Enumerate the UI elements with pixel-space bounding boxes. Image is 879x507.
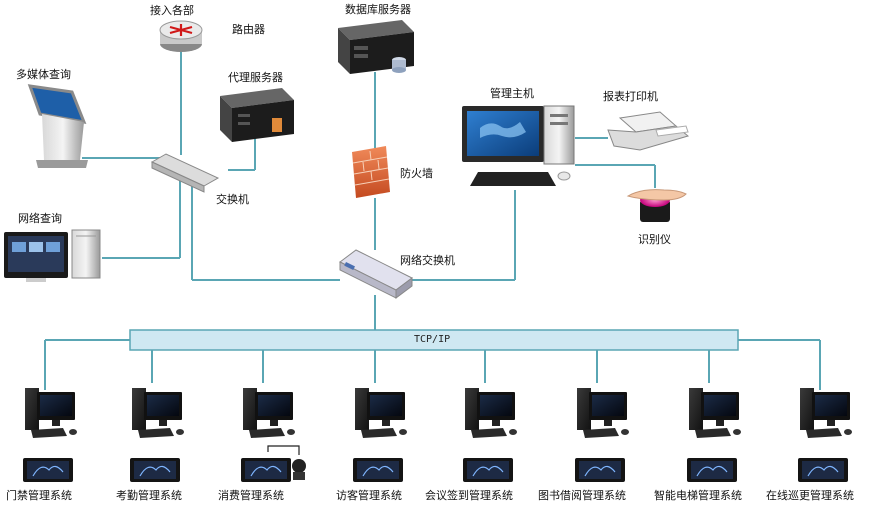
- router-icon: [159, 20, 203, 52]
- tcpip-bus: [129, 329, 739, 351]
- label-tcpip-bus: TCP/IP: [414, 334, 451, 345]
- web-query-workstation-icon: [4, 229, 101, 282]
- subsystem-label: 图书借阅管理系统: [538, 489, 626, 502]
- label-multimedia: 多媒体查询: [16, 68, 71, 81]
- label-db-server: 数据库服务器: [345, 3, 411, 16]
- subsystem-label: 考勤管理系统: [116, 489, 182, 502]
- subsystem-workstation-icon: [353, 388, 407, 482]
- database-server-icon: [338, 20, 414, 74]
- recognizer-icon: [626, 189, 687, 222]
- subsystem-workstation-icon: [23, 388, 77, 482]
- subsystem-workstation-icon: [130, 388, 184, 482]
- scanner-icon: [267, 445, 306, 480]
- subsystem-label: 门禁管理系统: [6, 489, 72, 502]
- label-report-printer: 报表打印机: [603, 90, 658, 103]
- label-management-host: 管理主机: [490, 87, 534, 100]
- printer-icon: [607, 111, 690, 151]
- proxy-server-icon: [220, 88, 294, 142]
- label-web-query: 网络查询: [18, 212, 62, 225]
- network-switch-icon: [339, 249, 413, 299]
- subsystem-label: 消费管理系统: [218, 489, 284, 502]
- label-network-switch: 网络交换机: [400, 254, 455, 267]
- subsystem-label: 智能电梯管理系统: [654, 489, 742, 502]
- switch-icon: [150, 153, 220, 193]
- label-access-all: 接入各部: [150, 4, 194, 17]
- label-proxy-server: 代理服务器: [228, 71, 283, 84]
- kiosk-icon: [27, 84, 88, 168]
- label-switch: 交换机: [216, 193, 249, 206]
- management-host-icon: [462, 105, 575, 186]
- subsystem-label: 访客管理系统: [336, 489, 402, 502]
- subsystem-workstation-icon: [575, 388, 629, 482]
- firewall-icon: [352, 146, 390, 198]
- connection-lines: [44, 50, 821, 390]
- subsystem-label: 会议签到管理系统: [425, 489, 513, 502]
- label-recognizer: 识别仪: [638, 233, 671, 246]
- label-firewall: 防火墙: [400, 167, 433, 180]
- subsystem-workstations: [23, 388, 852, 482]
- subsystem-workstation-icon: [241, 388, 295, 482]
- label-router: 路由器: [232, 23, 265, 36]
- subsystem-workstation-icon: [463, 388, 517, 482]
- subsystem-workstation-icon: [687, 388, 741, 482]
- subsystem-label: 在线巡更管理系统: [766, 489, 854, 502]
- subsystem-workstation-icon: [798, 388, 852, 482]
